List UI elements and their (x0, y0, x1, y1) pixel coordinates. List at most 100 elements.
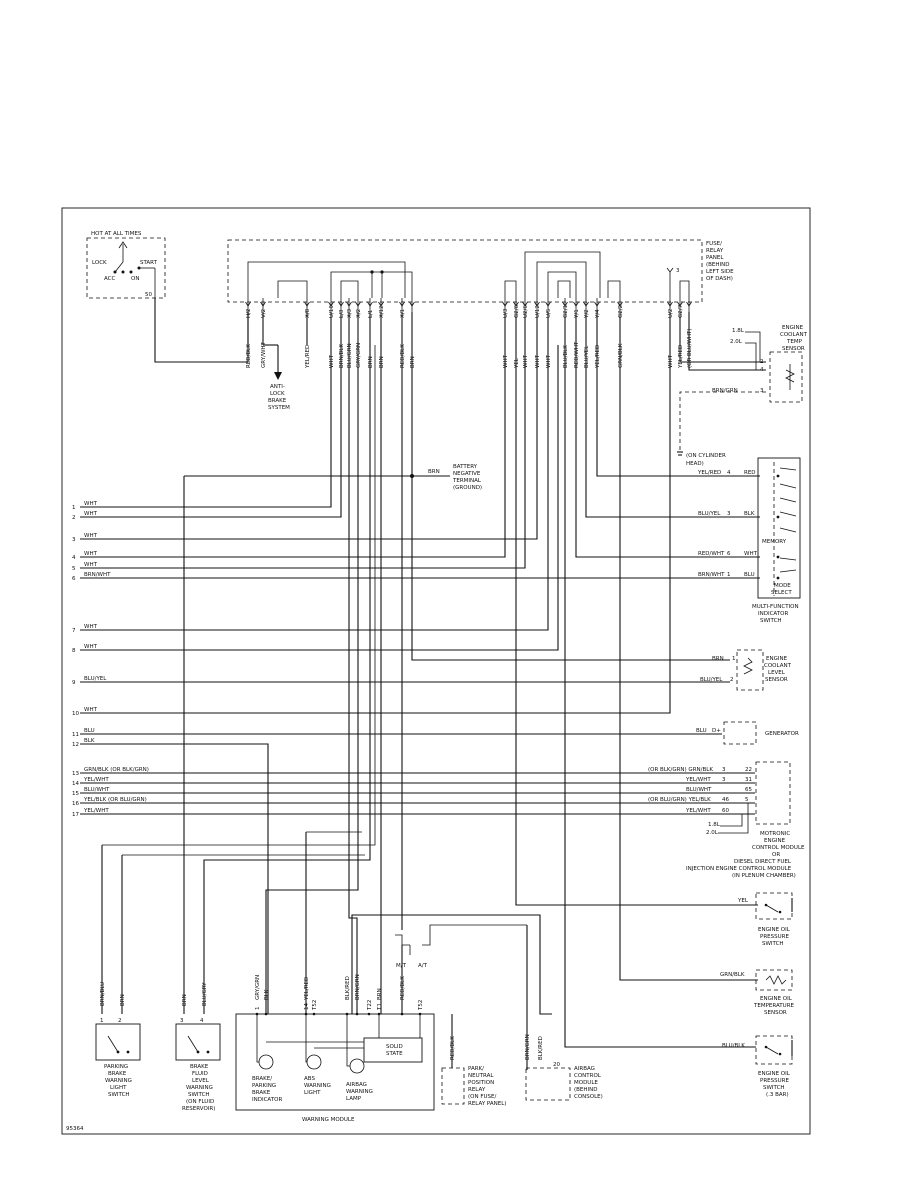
terminal-number: 9 (72, 680, 76, 686)
terminal-wire-color: BRN/WHT (84, 572, 111, 578)
fuse-pin-label: H/2 (246, 309, 252, 319)
svg-text:MODULE: MODULE (574, 1080, 598, 1086)
airbag-wire-1: BRN/GRN (525, 1034, 531, 1060)
ecm-pin-b: 22 (745, 767, 752, 773)
svg-text:1: 1 (100, 1018, 104, 1024)
svg-text:SWITCH: SWITCH (762, 941, 784, 947)
ecm-pin-a: 3 (722, 777, 726, 783)
wm-wire-color: BRN/GRN (355, 974, 361, 1000)
ecm-wire-color: YEL/WHT (685, 777, 711, 783)
terminal-number: 1 (72, 505, 76, 511)
svg-text:SWITCH: SWITCH (763, 1085, 785, 1091)
terminal-wire-color: WHT (84, 501, 98, 507)
ecm-pin-b: 5 (745, 797, 749, 803)
svg-text:(ON FLUID: (ON FLUID (186, 1099, 214, 1105)
svg-text:SELECT: SELECT (771, 590, 792, 596)
terminal-number: 6 (72, 576, 76, 582)
terminal-number: 7 (72, 628, 76, 634)
generator: GENERATOR BLU D+ (696, 721, 799, 745)
diagram-code: 95364 (66, 1126, 84, 1132)
svg-text:ENGINE OIL: ENGINE OIL (758, 1071, 791, 1077)
fuse-pin-label: G2/7 (678, 304, 684, 318)
terminal-wire-color: YEL/BLK (OR BLU/GRN) (83, 797, 147, 803)
svg-text:SENSOR: SENSOR (764, 1010, 787, 1016)
terminal-number: 5 (72, 566, 76, 572)
wm-wire-color: BLK/RED (345, 976, 351, 1000)
park-relay-wire: RED/BLK (450, 1036, 456, 1060)
svg-text:(BEHIND: (BEHIND (574, 1087, 598, 1093)
svg-text:1.8L: 1.8L (708, 822, 721, 828)
svg-text:ENGINE: ENGINE (782, 325, 804, 331)
svg-text:(ON FUSE/: (ON FUSE/ (468, 1094, 496, 1100)
fuse-wire-color: RED/WHT (574, 341, 580, 368)
svg-text:FUSE/: FUSE/ (706, 241, 722, 247)
fuse-pin-label: U/2 (668, 309, 674, 318)
mf-wire-color: YEL/RED (697, 470, 721, 476)
fuse-wire-color: WHT (535, 354, 541, 368)
terminal-wire-color: YEL/WHT (83, 777, 109, 783)
terminal-wire-color: WHT (84, 644, 98, 650)
svg-text:ENGINE OIL: ENGINE OIL (760, 996, 793, 1002)
fuse-pin-label: U2/6 (523, 305, 529, 318)
fuse-pin-label: Y/4 (595, 309, 601, 319)
ecm-wire-color: (OR BLK/GRN) GRN/BLK (648, 767, 713, 773)
engine-oil-pressure-switch: YEL ENGINE OIL PRESSURE SWITCH (737, 892, 793, 947)
wm-pin: T52 (312, 1000, 318, 1011)
terminal-number: 13 (72, 771, 79, 777)
svg-text:WARNING: WARNING (105, 1078, 132, 1084)
svg-text:WARNING: WARNING (186, 1085, 213, 1091)
fuse-wire-color: YEL/RED (678, 345, 684, 369)
parking-brake-wire-2: BRN (120, 994, 126, 1006)
svg-text:ENGINE: ENGINE (764, 838, 786, 844)
svg-text:RELAY: RELAY (468, 1087, 486, 1093)
brake-fluid-wire-1: BRN (182, 994, 188, 1006)
svg-text:OF DASH): OF DASH) (706, 276, 733, 282)
svg-text:INDICATOR: INDICATOR (758, 611, 788, 617)
wm-wire-color: YEL/RED (304, 977, 310, 1001)
abs-system: ANTI- LOCK BRAKE SYSTEM (263, 344, 290, 411)
svg-text:BRN: BRN (428, 469, 440, 475)
svg-text:RELAY PANEL): RELAY PANEL) (468, 1101, 506, 1107)
fuse-wire-color: BRN (368, 356, 374, 368)
svg-text:DIESEL DIRECT FUEL: DIESEL DIRECT FUEL (734, 859, 792, 865)
fuse-pin-label: G2/1 (563, 305, 569, 318)
svg-text:ENGINE: ENGINE (766, 656, 788, 662)
fuse-pin-label: X/1 (400, 309, 406, 318)
svg-text:POSITION: POSITION (468, 1080, 494, 1086)
svg-text:LEVEL: LEVEL (192, 1078, 210, 1084)
mf-wire-color: BRN/WHT (698, 572, 725, 578)
svg-text:CONSOLE): CONSOLE) (574, 1094, 603, 1100)
wm-pin: T22 (367, 1000, 373, 1011)
svg-text:20: 20 (553, 1062, 560, 1068)
multi-function-switch: MEMORY MODE SELECT MULTI-FUNCTION INDICA… (752, 457, 801, 624)
svg-text:PARKING: PARKING (104, 1064, 128, 1070)
svg-text:ACC: ACC (104, 276, 116, 282)
wm-lamp-label: BRAKE (252, 1090, 271, 1096)
fuse-wire-color: GRN/BLK (618, 343, 624, 368)
svg-text:YEL: YEL (737, 898, 749, 904)
ecm-pin-a: 60 (722, 808, 729, 814)
svg-text:(ON CYLINDER: (ON CYLINDER (686, 453, 726, 459)
svg-text:MOTRONIC: MOTRONIC (760, 831, 790, 837)
svg-text:50: 50 (145, 292, 152, 298)
svg-text:SOLID: SOLID (386, 1044, 403, 1050)
warning-module: WARNING MODULE SOLID STATE (235, 1013, 435, 1123)
svg-text:2: 2 (730, 677, 734, 683)
park-neutral-relay: PARK/ NEUTRAL POSITION RELAY (ON FUSE/ R… (441, 1066, 506, 1107)
